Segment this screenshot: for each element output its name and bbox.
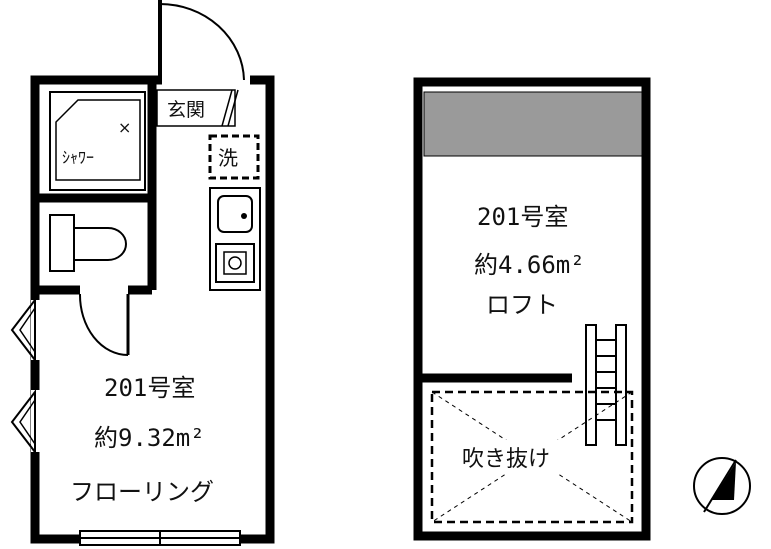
entrance-gap — [160, 74, 250, 86]
north-arrow-icon — [693, 457, 751, 515]
loft-label: ロフト — [486, 291, 558, 319]
main-floor-plan: ｼｬﾜｰ × 玄関 洗 — [10, 0, 275, 546]
main-room-number: 201号室 — [104, 374, 195, 402]
stove-icon — [215, 243, 255, 283]
atrium-label: 吹き抜け — [462, 447, 550, 472]
shower-label: ｼｬﾜｰ — [62, 148, 94, 167]
main-room-area: 約9.32m² — [94, 424, 205, 452]
toilet-door — [78, 293, 130, 356]
toilet — [49, 214, 127, 272]
roof-slope-band — [423, 91, 643, 157]
loft-room-number: 201号室 — [477, 203, 568, 231]
loft-ladder — [585, 324, 627, 446]
entrance-label: 玄関 — [167, 99, 205, 121]
sink-icon — [217, 195, 253, 233]
kitchen-counter — [209, 187, 261, 291]
main-floor-type: フローリング — [70, 478, 214, 506]
entrance-area: 玄関 — [156, 89, 239, 127]
washer-space: 洗 — [208, 134, 260, 180]
svg-text:×: × — [118, 118, 131, 137]
left-windows — [10, 297, 41, 455]
loft-outer-wall — [413, 77, 651, 541]
washer-label: 洗 — [218, 146, 238, 170]
atrium-area: 吹き抜け — [430, 390, 634, 524]
loft-plan: 吹き抜け 201号室 約4.66m² ロフト — [413, 77, 651, 541]
shower-unit: ｼｬﾜｰ × — [49, 91, 146, 191]
loft-room-area: 約4.66m² — [474, 251, 585, 279]
entrance-door — [158, 0, 245, 81]
